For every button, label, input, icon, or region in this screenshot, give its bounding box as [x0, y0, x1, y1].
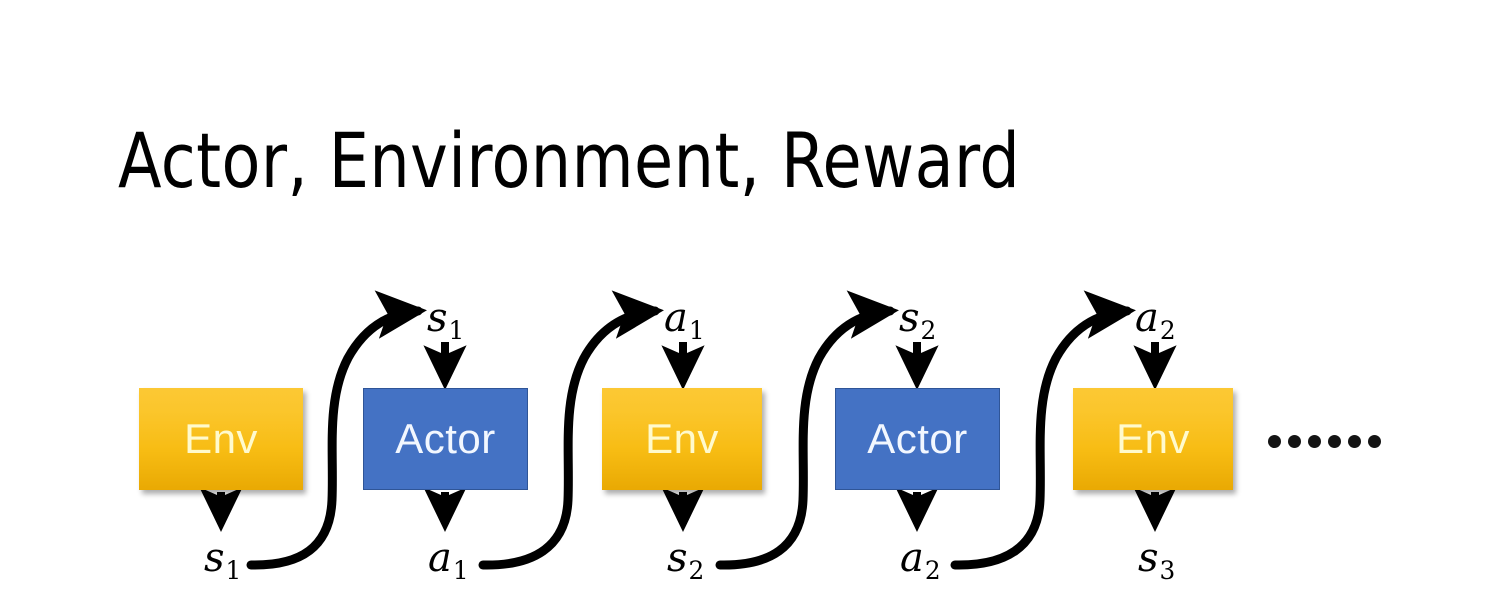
subscript: 1 — [688, 315, 705, 345]
symbol: a — [900, 535, 924, 581]
symbol: s — [899, 295, 920, 341]
node-env-3[interactable]: Env — [1073, 388, 1233, 490]
symbol: a — [1135, 295, 1159, 341]
label-bottom-s1: s1 — [204, 538, 241, 584]
subscript: 2 — [1159, 315, 1176, 345]
subscript: 2 — [688, 555, 705, 585]
node-actor-1[interactable]: Actor — [363, 388, 528, 490]
label-bottom-a1: a1 — [428, 538, 469, 584]
label-top-a1: a1 — [664, 298, 705, 344]
ellipsis-dot — [1268, 435, 1281, 448]
node-label: Env — [1116, 415, 1190, 462]
ellipsis-dot — [1288, 435, 1301, 448]
label-top-a2: a2 — [1135, 298, 1176, 344]
symbol: a — [428, 535, 452, 581]
subscript: 1 — [448, 315, 465, 345]
subscript: 1 — [225, 555, 242, 585]
node-env-2[interactable]: Env — [602, 388, 762, 490]
label-bottom-a2: a2 — [900, 538, 941, 584]
ellipsis-dot — [1368, 435, 1381, 448]
symbol: s — [427, 295, 448, 341]
label-bottom-s3: s3 — [1138, 538, 1175, 584]
subscript: 3 — [1159, 555, 1176, 585]
page-title: Actor, Environment, Reward — [118, 116, 1021, 205]
symbol: s — [204, 535, 225, 581]
label-top-s2: s2 — [899, 298, 936, 344]
symbol: s — [667, 535, 688, 581]
ellipsis-dot — [1348, 435, 1361, 448]
node-label: Env — [184, 415, 258, 462]
ellipsis-dot — [1328, 435, 1341, 448]
node-label: Env — [645, 415, 719, 462]
label-bottom-s2: s2 — [667, 538, 704, 584]
node-env-1[interactable]: Env — [139, 388, 303, 490]
subscript: 1 — [452, 555, 469, 585]
node-label: Actor — [395, 415, 496, 462]
label-top-s1: s1 — [427, 298, 464, 344]
symbol: s — [1138, 535, 1159, 581]
subscript: 2 — [924, 555, 941, 585]
subscript: 2 — [920, 315, 937, 345]
ellipsis-icon — [1268, 435, 1381, 448]
node-actor-2[interactable]: Actor — [835, 388, 1000, 490]
symbol: a — [664, 295, 688, 341]
ellipsis-dot — [1308, 435, 1321, 448]
node-label: Actor — [867, 415, 968, 462]
